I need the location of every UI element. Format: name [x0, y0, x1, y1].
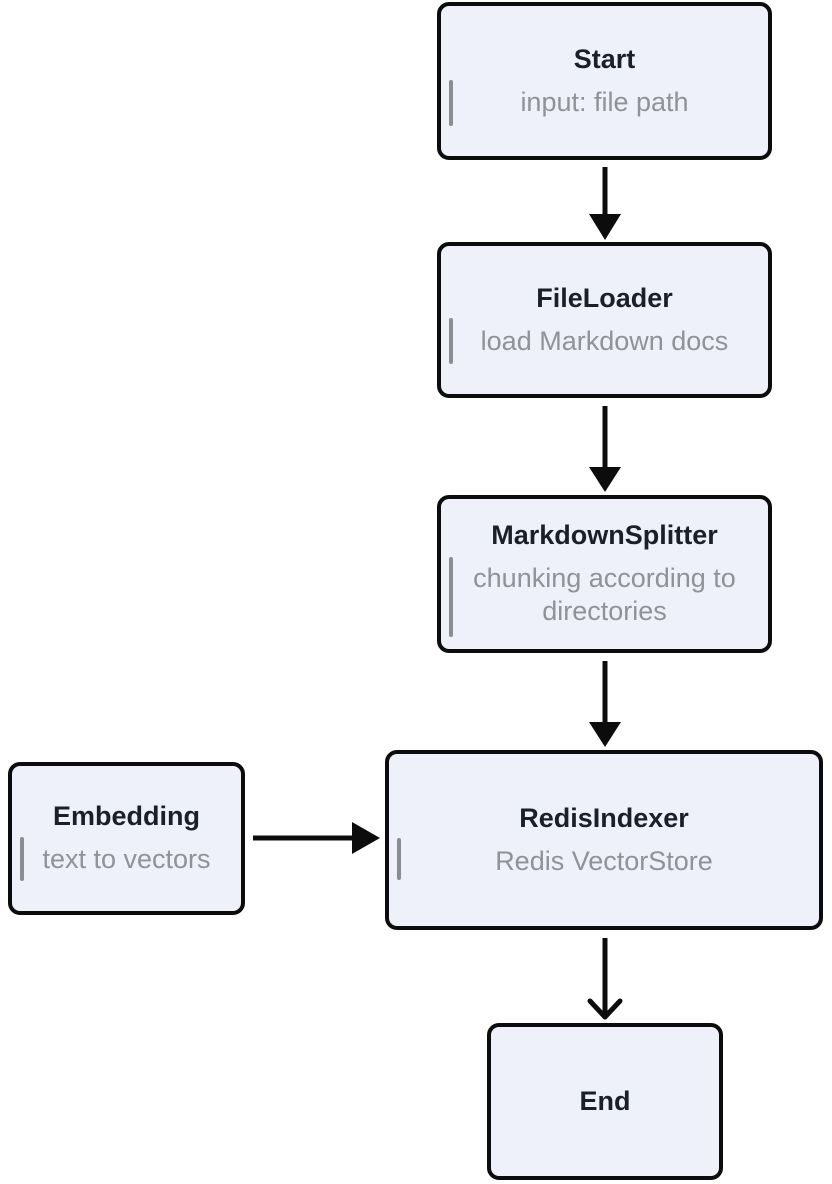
node-end[interactable]: End: [487, 1023, 723, 1180]
node-start-subtitle: input: file path: [520, 86, 689, 117]
node-redisindexer[interactable]: RedisIndexer Redis VectorStore: [385, 750, 823, 930]
accent-bar-icon: [449, 80, 453, 126]
arrowhead-solid-icon: [589, 722, 621, 747]
arrowhead-open-icon: [587, 998, 623, 1020]
node-redisindexer-subtitle: Redis VectorStore: [495, 845, 713, 876]
node-embedding[interactable]: Embedding text to vectors: [8, 762, 245, 915]
edge-fileloader-markdownsplitter: [589, 406, 621, 492]
arrowhead-solid-icon: [589, 214, 621, 240]
node-embedding-title: Embedding: [53, 801, 200, 832]
node-fileloader-subtitle: load Markdown docs: [480, 325, 729, 356]
accent-bar-icon: [397, 838, 401, 880]
node-fileloader[interactable]: FileLoader load Markdown docs: [437, 242, 772, 398]
accent-bar-icon: [449, 557, 453, 637]
node-start-title: Start: [573, 43, 636, 74]
edge-embedding-redisindexer: [253, 822, 380, 854]
node-start[interactable]: Start input: file path: [437, 2, 772, 160]
edge-redisindexer-end: [587, 938, 623, 1020]
node-markdownsplitter[interactable]: MarkdownSplitter chunking according to d…: [437, 495, 772, 653]
node-end-title: End: [579, 1085, 631, 1116]
edge-markdownsplitter-redisindexer: [589, 661, 621, 747]
node-fileloader-title: FileLoader: [536, 282, 673, 313]
node-markdownsplitter-title: MarkdownSplitter: [491, 519, 718, 550]
arrowhead-solid-icon: [589, 467, 621, 492]
node-redisindexer-title: RedisIndexer: [519, 802, 689, 833]
accent-bar-icon: [449, 318, 453, 364]
node-embedding-subtitle: text to vectors: [42, 844, 211, 874]
arrowhead-solid-icon: [352, 822, 380, 854]
accent-bar-icon: [20, 837, 24, 881]
edge-start-fileloader: [589, 167, 621, 240]
node-markdownsplitter-subtitle: chunking according to directories: [473, 562, 736, 627]
